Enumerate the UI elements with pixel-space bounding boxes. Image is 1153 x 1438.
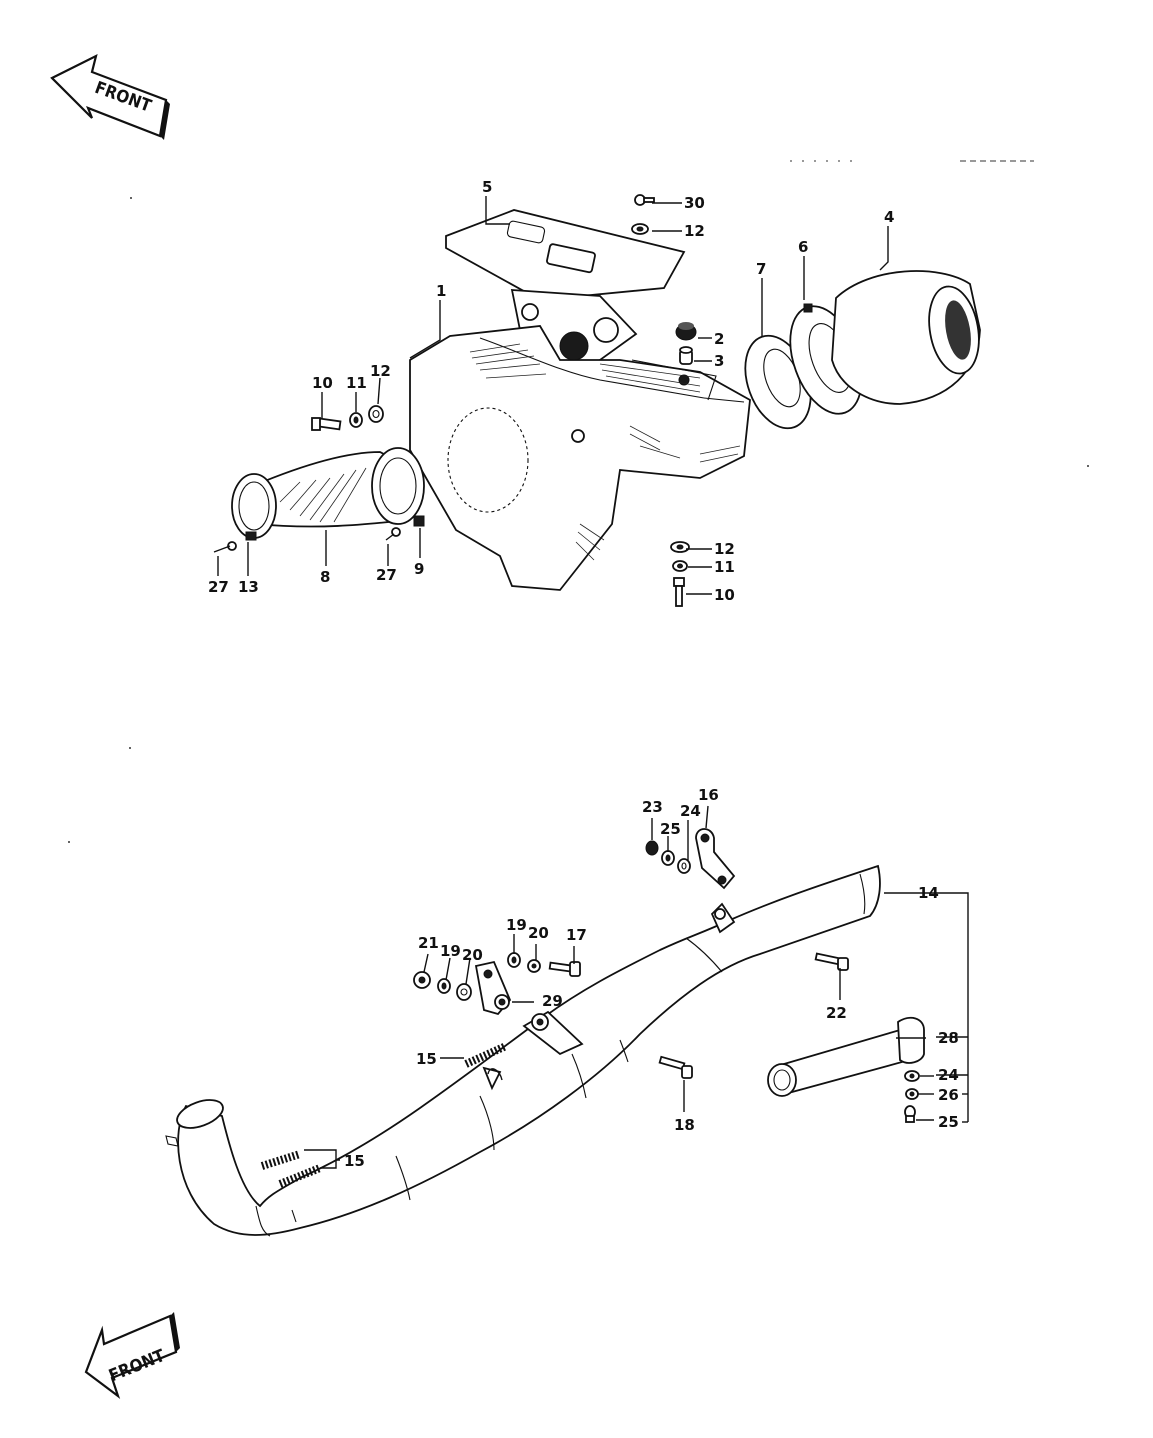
bolt-22 [814,952,849,971]
callout-11-left: 11 [346,374,367,392]
bolt-18 [658,1055,693,1079]
callout-21: 21 [418,934,439,952]
bracket-16 [695,828,736,890]
callout-23: 23 [642,798,663,816]
callout-19-right: 19 [506,916,527,934]
callout-12-top: 12 [684,222,705,240]
callout-3: 3 [714,352,724,370]
nut-21 [413,971,431,989]
callout-7: 7 [756,260,766,278]
callout-25-top: 25 [660,820,681,838]
callout-24-top: 24 [680,802,701,820]
callout-5: 5 [482,178,492,196]
collar [679,346,693,365]
callout-29: 29 [542,992,563,1010]
screw-30 [634,194,655,206]
bolt-10-bottom [673,577,685,607]
callout-26: 26 [938,1086,959,1104]
callout-20-left: 20 [462,946,483,964]
callout-4: 4 [884,208,894,226]
washer-20-right [527,959,541,973]
screw-27-left [213,541,237,553]
callout-9: 9 [414,560,424,578]
callout-25-right: 25 [938,1113,959,1131]
upper-callouts: 5 30 12 4 6 7 1 2 3 10 11 12 12 11 10 27… [208,178,894,604]
callout-16: 16 [698,786,719,804]
callout-2: 2 [714,330,724,348]
washer-24-right [904,1070,920,1082]
springs-15 [260,1042,508,1188]
washer-20-left [456,983,472,1001]
callout-20-right: 20 [528,924,549,942]
callout-24-right: 24 [938,1066,959,1084]
callout-30: 30 [684,194,705,212]
clamp-29 [474,960,512,1016]
callout-10-left: 10 [312,374,333,392]
intake-duct [231,447,425,541]
callout-27-right: 27 [376,566,397,584]
spring-lower-2 [278,1164,322,1188]
muffler-14 [165,864,881,1237]
washer-24-top [677,858,691,874]
air-cleaner-assembly: 5 30 12 4 6 7 1 2 3 10 11 12 12 11 10 27… [208,178,981,607]
callout-10-bottom: 10 [714,586,735,604]
exhaust-assembly: 14 16 23 24 25 17 19 20 21 19 20 29 15 1… [165,786,969,1237]
callout-28: 28 [938,1029,959,1047]
callout-15-lower: 15 [344,1152,365,1170]
spring-upper [464,1042,508,1068]
washer-12-left [368,405,384,423]
scan-marks [68,160,1089,843]
callout-17: 17 [566,926,587,944]
callout-1: 1 [436,282,446,300]
lower-leaders [304,805,969,1169]
callout-15-upper: 15 [416,1050,437,1068]
tail-pipe-28 [767,1016,925,1097]
callout-19-left: 19 [440,942,461,960]
callout-18: 18 [674,1116,695,1134]
washer-26 [905,1088,919,1100]
screw-27-right [385,527,401,541]
lower-callouts: 14 16 23 24 25 17 19 20 21 19 20 29 15 1… [344,786,959,1170]
washer-25-top [661,850,675,866]
front-arrow-top: FRONT [50,53,170,140]
air-cleaner-case [409,325,751,591]
front-arrow-bottom: FRONT [84,1312,180,1399]
grommet [675,322,697,341]
callout-11-bottom: 11 [714,558,735,576]
callout-12-bottom: 12 [714,540,735,558]
callout-6: 6 [798,238,808,256]
washer-11-bottom [672,560,688,572]
washer-11-left [349,412,363,428]
washer-12-bottom [670,541,690,553]
callout-13: 13 [238,578,259,596]
bolt-17 [548,961,581,977]
upper-leaders [217,196,889,595]
callout-8: 8 [320,568,330,586]
upper-hardware [213,194,690,607]
spring-lower-1 [260,1150,302,1170]
washer-12-top [631,223,649,235]
pipe-brackets [482,902,736,1091]
lower-hardware [413,840,920,1123]
bolt-10-left [311,417,342,431]
bolt-25-right [904,1105,916,1123]
callout-14: 14 [918,884,939,902]
callout-27-left: 27 [208,578,229,596]
callout-22: 22 [826,1004,847,1022]
washer-19-right [507,952,521,968]
air-filter-element [831,270,981,405]
washer-19-left [437,978,451,994]
mounting-plate [445,209,686,378]
callout-12-left: 12 [370,362,391,380]
nut-23 [645,840,659,856]
